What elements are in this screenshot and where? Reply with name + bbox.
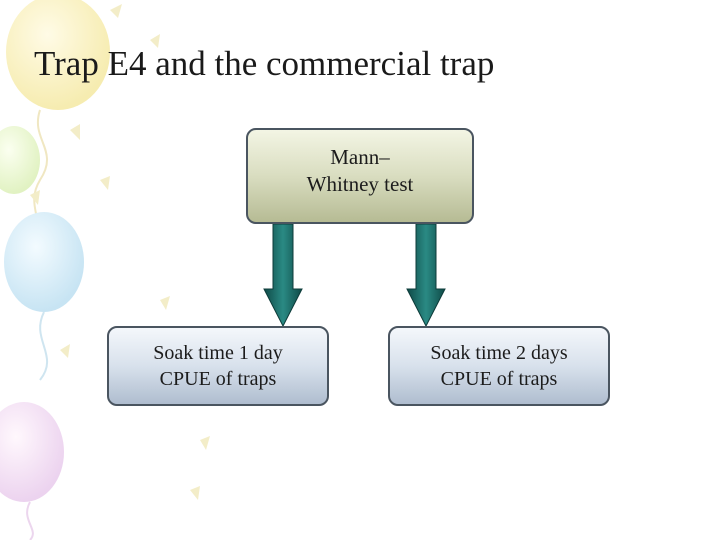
left-down-arrow-icon [264, 224, 302, 326]
soak-time-2-days-node: Soak time 2 days CPUE of traps [388, 326, 610, 406]
right-down-arrow-icon [407, 224, 445, 326]
mann-whitney-test-node: Mann– Whitney test [246, 128, 474, 224]
node-line-2: CPUE of traps [160, 366, 277, 392]
node-line-1: Soak time 2 days [430, 340, 567, 366]
soak-time-1-day-node: Soak time 1 day CPUE of traps [107, 326, 329, 406]
node-line-2: Whitney test [307, 171, 414, 198]
node-line-1: Mann– [330, 144, 390, 171]
node-line-1: Soak time 1 day [153, 340, 282, 366]
node-line-2: CPUE of traps [441, 366, 558, 392]
